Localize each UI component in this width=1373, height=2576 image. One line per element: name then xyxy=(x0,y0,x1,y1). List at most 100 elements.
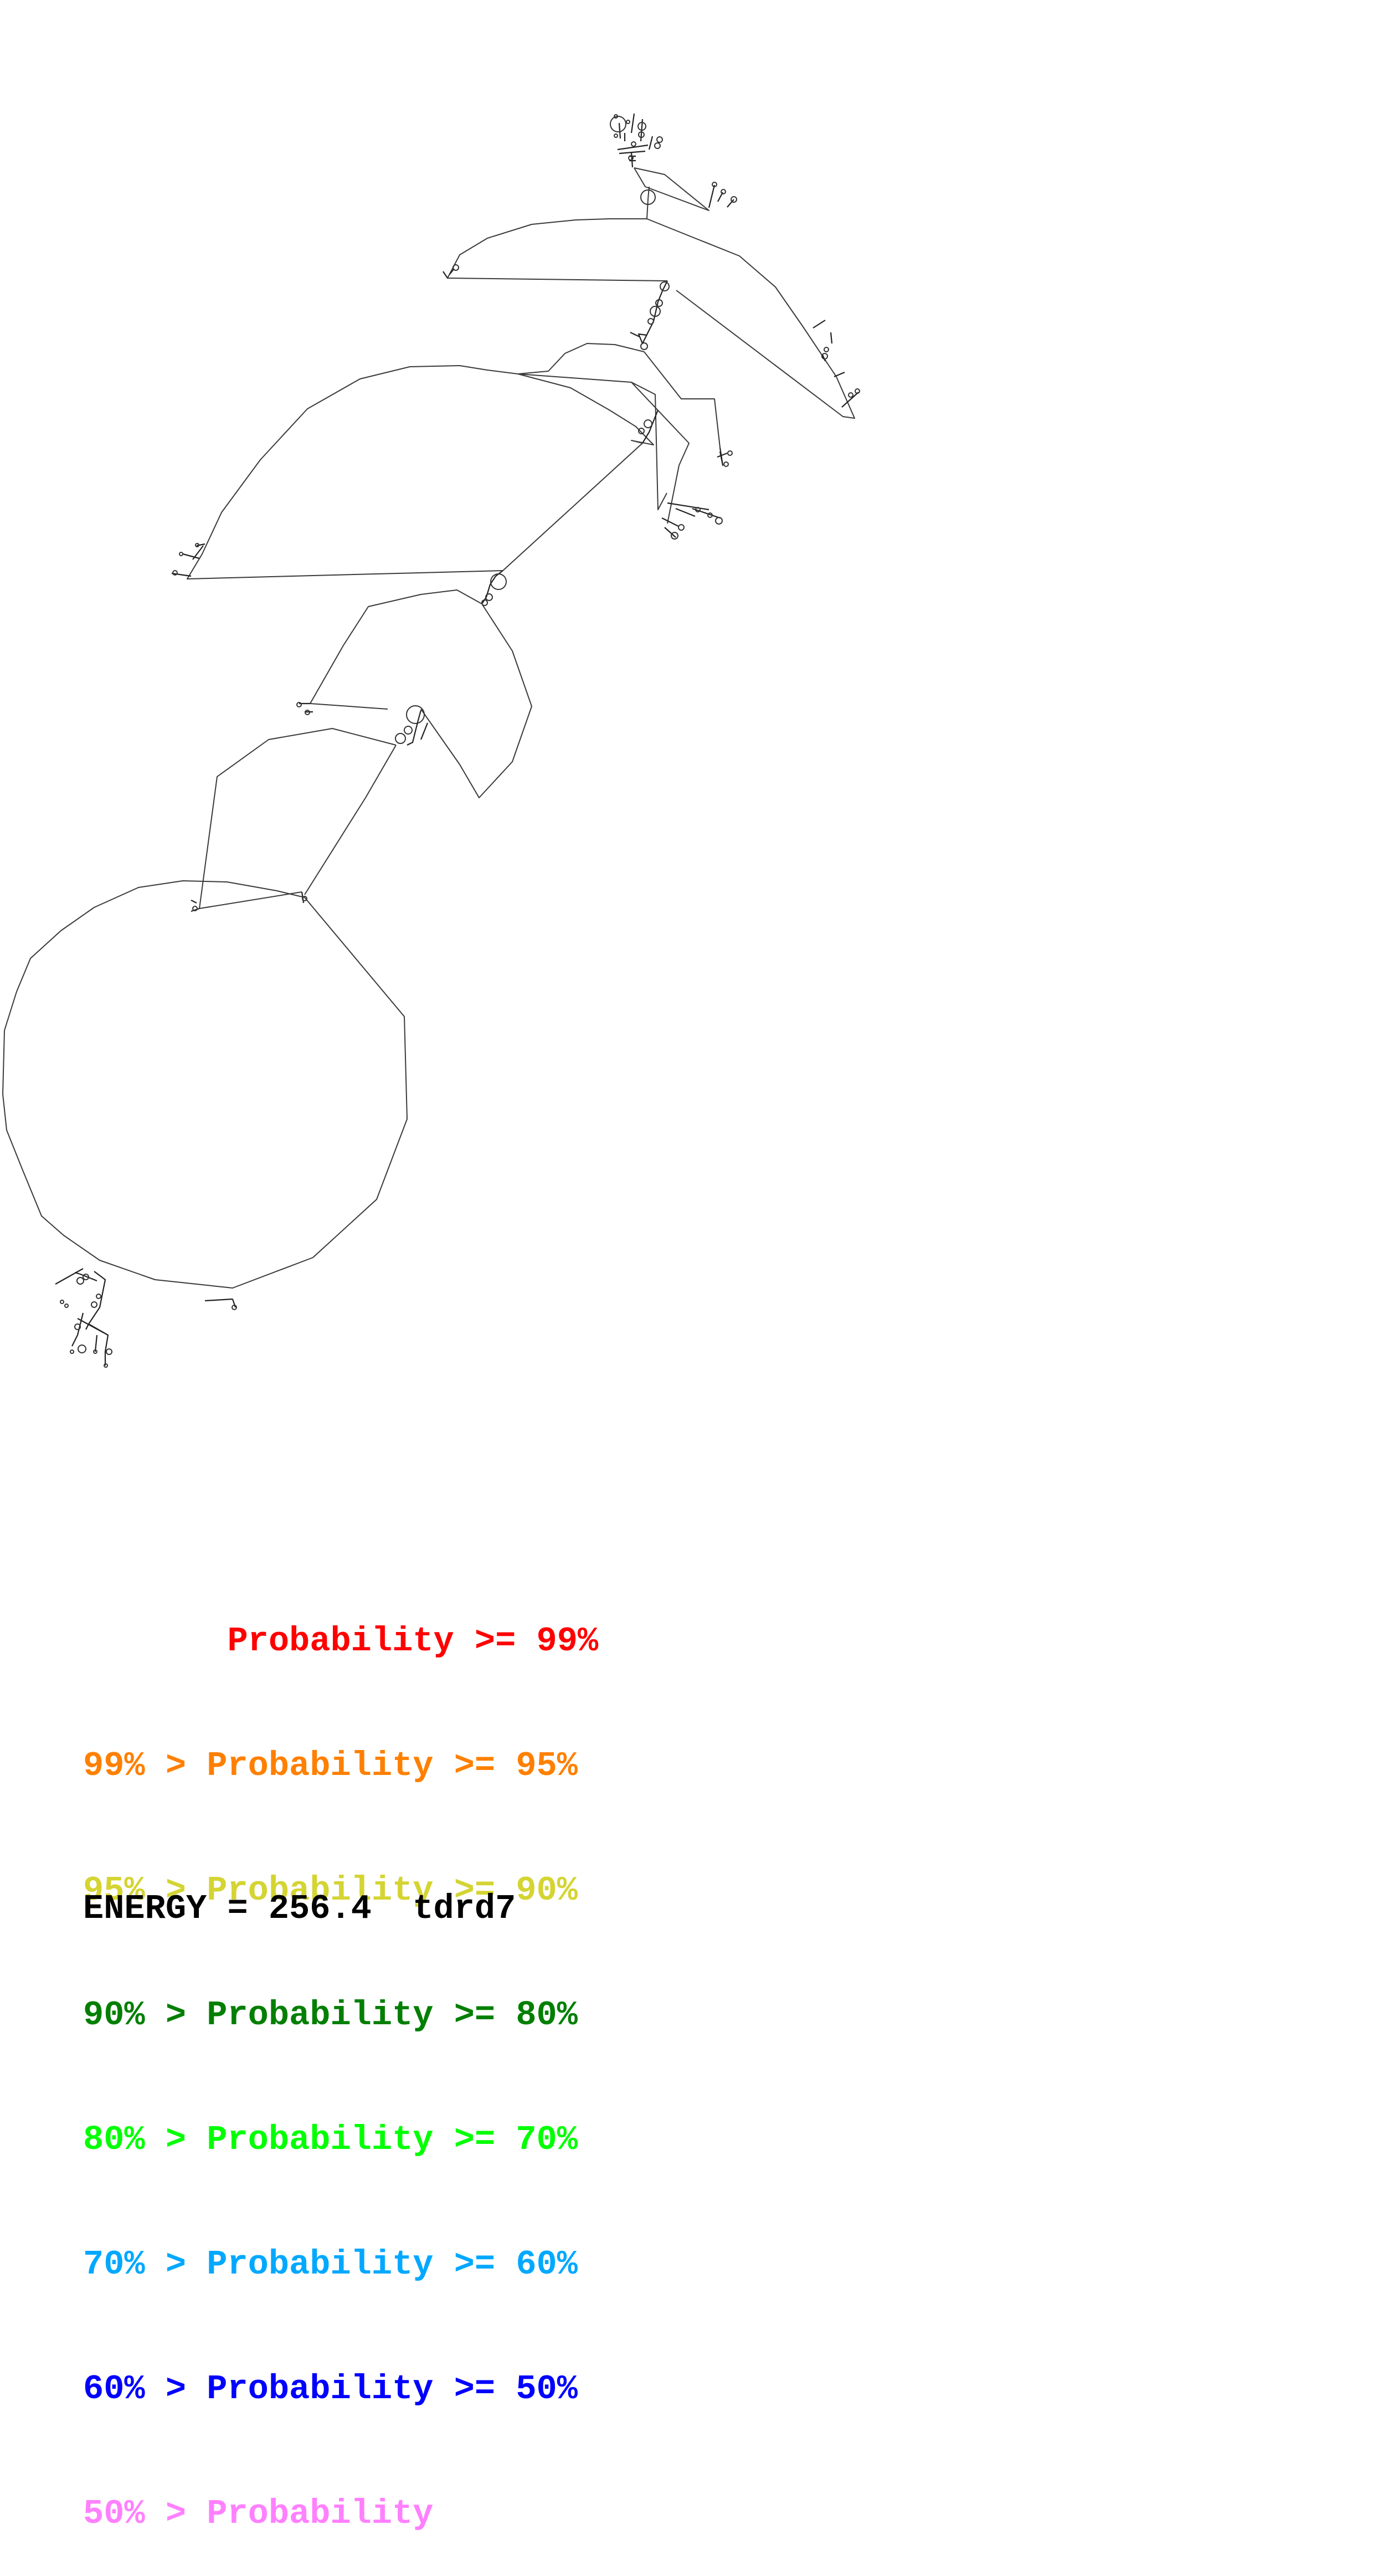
energy-label: ENERGY = 256.4 tdrd7 xyxy=(83,1889,516,1928)
backbone-segment xyxy=(204,1298,236,1308)
loop-circle xyxy=(640,342,648,350)
loop-circle xyxy=(821,353,828,360)
loop-circle xyxy=(715,517,723,525)
legend-entry-80-90: 90% > Probability >= 80% xyxy=(83,1995,578,2035)
loop-circle xyxy=(644,419,652,428)
backbone-segment xyxy=(191,900,200,912)
loop-circle xyxy=(96,1294,101,1299)
loop-circle xyxy=(296,702,302,707)
backbone-loop-lower-right xyxy=(420,603,532,798)
loop-circle xyxy=(855,388,860,394)
loop-circle xyxy=(481,599,488,606)
probability-legend: Probability >= 99% 99% > Probability >= … xyxy=(83,1537,598,2576)
loop-circle xyxy=(678,524,685,531)
hairpin-loop xyxy=(614,134,618,138)
backbone-lower-left xyxy=(199,728,397,909)
backbone-segment xyxy=(634,167,709,211)
loop-circle xyxy=(848,392,853,398)
middle-right-stems xyxy=(638,409,733,540)
loop-circle xyxy=(727,450,733,456)
backbone-arc-upper-right xyxy=(646,218,855,419)
loop-circle xyxy=(650,306,661,317)
legend-entry-50-60: 60% > Probability >= 50% xyxy=(83,2369,578,2409)
loop-circle xyxy=(707,512,713,518)
loop-circle xyxy=(647,318,654,325)
bottom-stem xyxy=(204,1298,237,1310)
loop-circle xyxy=(76,1277,84,1285)
backbone-segment xyxy=(813,320,859,408)
backbone-arc-upper xyxy=(447,218,668,281)
hairpin-loop xyxy=(654,142,661,149)
loop-circle xyxy=(78,1345,86,1353)
lower-middle-stems xyxy=(296,702,313,715)
legend-entry-95-99: 99% > Probability >= 95% xyxy=(83,1746,578,1785)
loop-circle xyxy=(104,1363,108,1368)
backbone-segment xyxy=(630,280,668,345)
interior-loop xyxy=(640,189,656,205)
backbone-arc-large xyxy=(187,365,518,579)
backbone-segment xyxy=(407,710,429,746)
descending-helix-1 xyxy=(630,280,670,350)
loop-circle xyxy=(179,552,183,556)
backbone-lower-right xyxy=(304,745,397,895)
loop-circle xyxy=(172,570,178,576)
lower-junction xyxy=(191,891,307,912)
backbone-segment xyxy=(717,447,728,466)
loop-circle xyxy=(660,281,670,291)
backbone-segment xyxy=(661,517,679,538)
loop-circle xyxy=(195,543,199,547)
hairpin-loop xyxy=(656,136,663,143)
rna-structure-diagram xyxy=(2,113,860,1368)
backbone-segment xyxy=(667,502,721,519)
loop-circle xyxy=(695,507,701,512)
legend-entry-60-70: 70% > Probability >= 60% xyxy=(83,2245,578,2284)
hairpin-loop xyxy=(614,114,618,119)
legend-entry-70-80: 80% > Probability >= 70% xyxy=(83,2120,578,2159)
loop-circle xyxy=(74,1323,81,1330)
backbone-large-loop xyxy=(2,880,408,1289)
backbone-segment xyxy=(171,543,205,577)
hairpin-loop xyxy=(631,141,636,147)
backbone-segment xyxy=(55,1268,109,1366)
loop-circle xyxy=(395,733,406,744)
loop-circle xyxy=(106,1348,112,1355)
legend-entry-90-95: 95% > Probability >= 90% xyxy=(83,1871,578,1910)
loop-circle xyxy=(70,1349,74,1354)
backbone-loop-lower xyxy=(310,589,482,710)
loop-circle xyxy=(192,906,198,911)
hairpin-loop xyxy=(638,131,645,138)
hairpin-loop xyxy=(610,116,626,132)
loop-circle xyxy=(64,1304,69,1308)
loop-circle xyxy=(638,428,645,434)
central-helix xyxy=(481,570,507,606)
loop-circle xyxy=(404,726,413,735)
loop-circle xyxy=(406,705,425,724)
top-branch-cluster xyxy=(610,113,737,219)
legend-entry-lt50: 50% > Probability xyxy=(83,2494,434,2533)
backbone-arc-large-right xyxy=(502,373,654,571)
hairpin-loop xyxy=(626,120,630,124)
backbone-arc-middle xyxy=(517,343,645,374)
hairpin-loop xyxy=(721,189,726,194)
loop-circle xyxy=(490,573,507,590)
loop-circle xyxy=(655,299,663,307)
loop-circle xyxy=(671,532,678,540)
loop-circle xyxy=(824,347,829,352)
hairpin-loop xyxy=(731,196,737,203)
hairpin-loop xyxy=(637,122,646,131)
loop-circle xyxy=(91,1301,97,1308)
backbone-connector xyxy=(517,373,667,510)
loop-circle xyxy=(723,461,729,467)
upper-right-side-stems xyxy=(813,320,860,408)
loop-circle xyxy=(93,1349,97,1354)
loop-circle xyxy=(83,1274,89,1280)
hairpin-loop xyxy=(628,155,634,161)
loop-circle xyxy=(305,710,310,715)
loop-circle xyxy=(232,1305,237,1310)
hairpin-loop xyxy=(712,182,717,187)
loop-circle xyxy=(60,1300,64,1304)
loop-circle xyxy=(302,896,307,901)
backbone-segment xyxy=(646,186,650,219)
loop-circle xyxy=(452,264,459,271)
side-stems xyxy=(708,184,734,208)
